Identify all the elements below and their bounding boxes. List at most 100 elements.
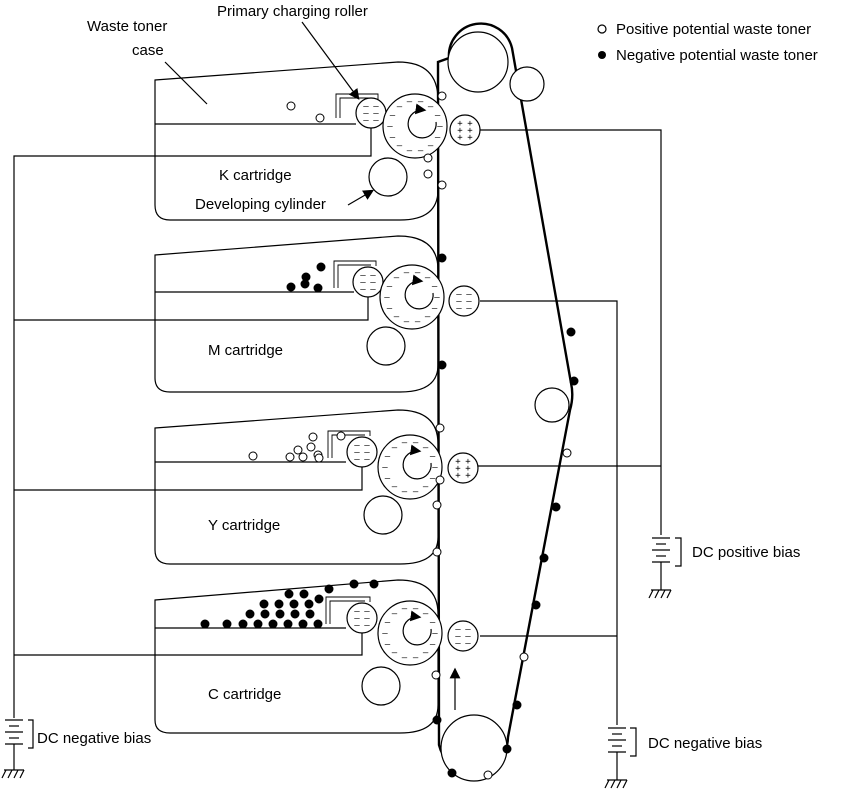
minus-sign: – bbox=[354, 621, 360, 631]
developing-cylinder-arrow bbox=[347, 189, 375, 206]
belt-middle-roller bbox=[534, 387, 570, 423]
negative-toner-particle bbox=[502, 744, 512, 754]
left-bias-bus bbox=[13, 128, 372, 718]
minus-sign: – bbox=[373, 109, 379, 119]
waste-toner-case-label-2: case bbox=[132, 42, 164, 59]
minus-sign: – bbox=[432, 304, 438, 314]
minus-sign: – bbox=[392, 609, 398, 619]
minus-sign: – bbox=[385, 452, 391, 462]
cartridge-m-charging-roller bbox=[352, 266, 384, 298]
minus-sign: – bbox=[373, 102, 379, 112]
minus-sign: – bbox=[354, 455, 360, 465]
minus-sign: – bbox=[415, 269, 421, 279]
minus-sign: – bbox=[413, 487, 419, 497]
negative-toner-particle bbox=[245, 609, 255, 619]
minus-sign: – bbox=[397, 142, 403, 152]
negative-toner-particle bbox=[260, 609, 270, 619]
right-dc-negative-bias-label: DC negative bias bbox=[648, 735, 762, 752]
cartridge-m-drum bbox=[379, 264, 445, 330]
developing-cylinder-label: Developing cylinder bbox=[195, 196, 326, 213]
waste-toner-particles bbox=[200, 91, 579, 780]
positive-toner-particle bbox=[437, 180, 447, 190]
right-negative-bias-circuit: DC negative bias bbox=[480, 300, 762, 789]
minus-sign: – bbox=[370, 271, 376, 281]
cartridge-c-drum bbox=[377, 600, 443, 666]
minus-sign: – bbox=[363, 109, 369, 119]
positive-toner-particle bbox=[519, 652, 529, 662]
positive-toner-particle bbox=[315, 113, 325, 123]
minus-sign: – bbox=[354, 614, 360, 624]
belt-tension-roller bbox=[509, 66, 545, 102]
minus-sign: – bbox=[407, 146, 413, 156]
minus-sign: – bbox=[465, 639, 471, 649]
minus-sign: – bbox=[402, 487, 408, 497]
minus-sign: – bbox=[456, 297, 462, 307]
negative-toner-particle bbox=[437, 360, 447, 370]
cartridge-m: M cartridge bbox=[154, 235, 480, 393]
minus-sign: – bbox=[428, 142, 434, 152]
minus-sign: – bbox=[455, 639, 461, 649]
minus-sign: – bbox=[360, 278, 366, 288]
negative-toner-particle bbox=[349, 579, 359, 589]
minus-sign: – bbox=[432, 282, 438, 292]
left-bias-wire-y bbox=[14, 467, 363, 491]
primary-charging-roller-arrow bbox=[301, 21, 360, 100]
minus-sign: – bbox=[387, 122, 393, 132]
negative-toner-particle bbox=[259, 599, 269, 609]
positive-toner-particle bbox=[437, 91, 447, 101]
positive-toner-particle bbox=[298, 452, 308, 462]
plus-sign: + bbox=[465, 471, 471, 481]
negative-toner-particle bbox=[275, 609, 285, 619]
negative-toner-particle bbox=[369, 579, 379, 589]
minus-sign: – bbox=[402, 653, 408, 663]
minus-sign: – bbox=[418, 146, 424, 156]
plus-sign: + bbox=[467, 126, 473, 136]
plus-sign: + bbox=[467, 119, 473, 129]
minus-sign: – bbox=[360, 271, 366, 281]
plus-sign: + bbox=[455, 464, 461, 474]
cartridge-c-developing-cylinder bbox=[361, 666, 401, 706]
negative-toner-particle bbox=[298, 619, 308, 629]
negative-toner-particle bbox=[539, 553, 549, 563]
cartridge-m-housing bbox=[154, 235, 439, 393]
cartridge-m-cleaning-blade bbox=[333, 260, 377, 288]
right-negative-bias-bus bbox=[480, 300, 618, 725]
minus-sign: – bbox=[404, 269, 410, 279]
minus-sign: – bbox=[363, 116, 369, 126]
minus-sign: – bbox=[455, 632, 461, 642]
cartridge-y-developing-cylinder bbox=[363, 495, 403, 535]
minus-sign: – bbox=[413, 605, 419, 615]
minus-sign: – bbox=[373, 116, 379, 126]
minus-sign: – bbox=[385, 640, 391, 650]
minus-sign: – bbox=[425, 313, 431, 323]
minus-sign: – bbox=[387, 282, 393, 292]
negative-toner-particle bbox=[284, 589, 294, 599]
negative-toner-particle bbox=[290, 609, 300, 619]
minus-sign: – bbox=[392, 443, 398, 453]
positive-toner-particle bbox=[293, 445, 303, 455]
cartridge-y-charging-roller bbox=[346, 436, 378, 468]
positive-toner-particle bbox=[423, 169, 433, 179]
plus-sign: + bbox=[467, 133, 473, 143]
cartridge-k-drum bbox=[382, 93, 448, 159]
minus-sign: – bbox=[397, 102, 403, 112]
minus-sign: – bbox=[370, 285, 376, 295]
minus-sign: – bbox=[425, 273, 431, 283]
cartridge-m-transfer-roller bbox=[448, 285, 480, 317]
minus-sign: – bbox=[354, 607, 360, 617]
cartridge-c-charging-roller bbox=[346, 602, 378, 634]
negative-toner-particle bbox=[300, 279, 310, 289]
minus-sign: – bbox=[364, 607, 370, 617]
minus-sign: – bbox=[364, 441, 370, 451]
negative-toner-particle bbox=[222, 619, 232, 629]
negative-toner-particle bbox=[437, 253, 447, 263]
negative-toner-particle bbox=[551, 502, 561, 512]
cartridge-y-drum-rotation-arrow bbox=[402, 444, 432, 480]
primary-charging-roller-label: Primary charging roller bbox=[217, 3, 368, 20]
minus-sign: – bbox=[407, 98, 413, 108]
plus-sign: + bbox=[465, 464, 471, 474]
legend: Positive potential waste toner Negative … bbox=[597, 21, 818, 64]
negative-toner-particle bbox=[286, 282, 296, 292]
cartridge-k-housing bbox=[154, 61, 439, 221]
